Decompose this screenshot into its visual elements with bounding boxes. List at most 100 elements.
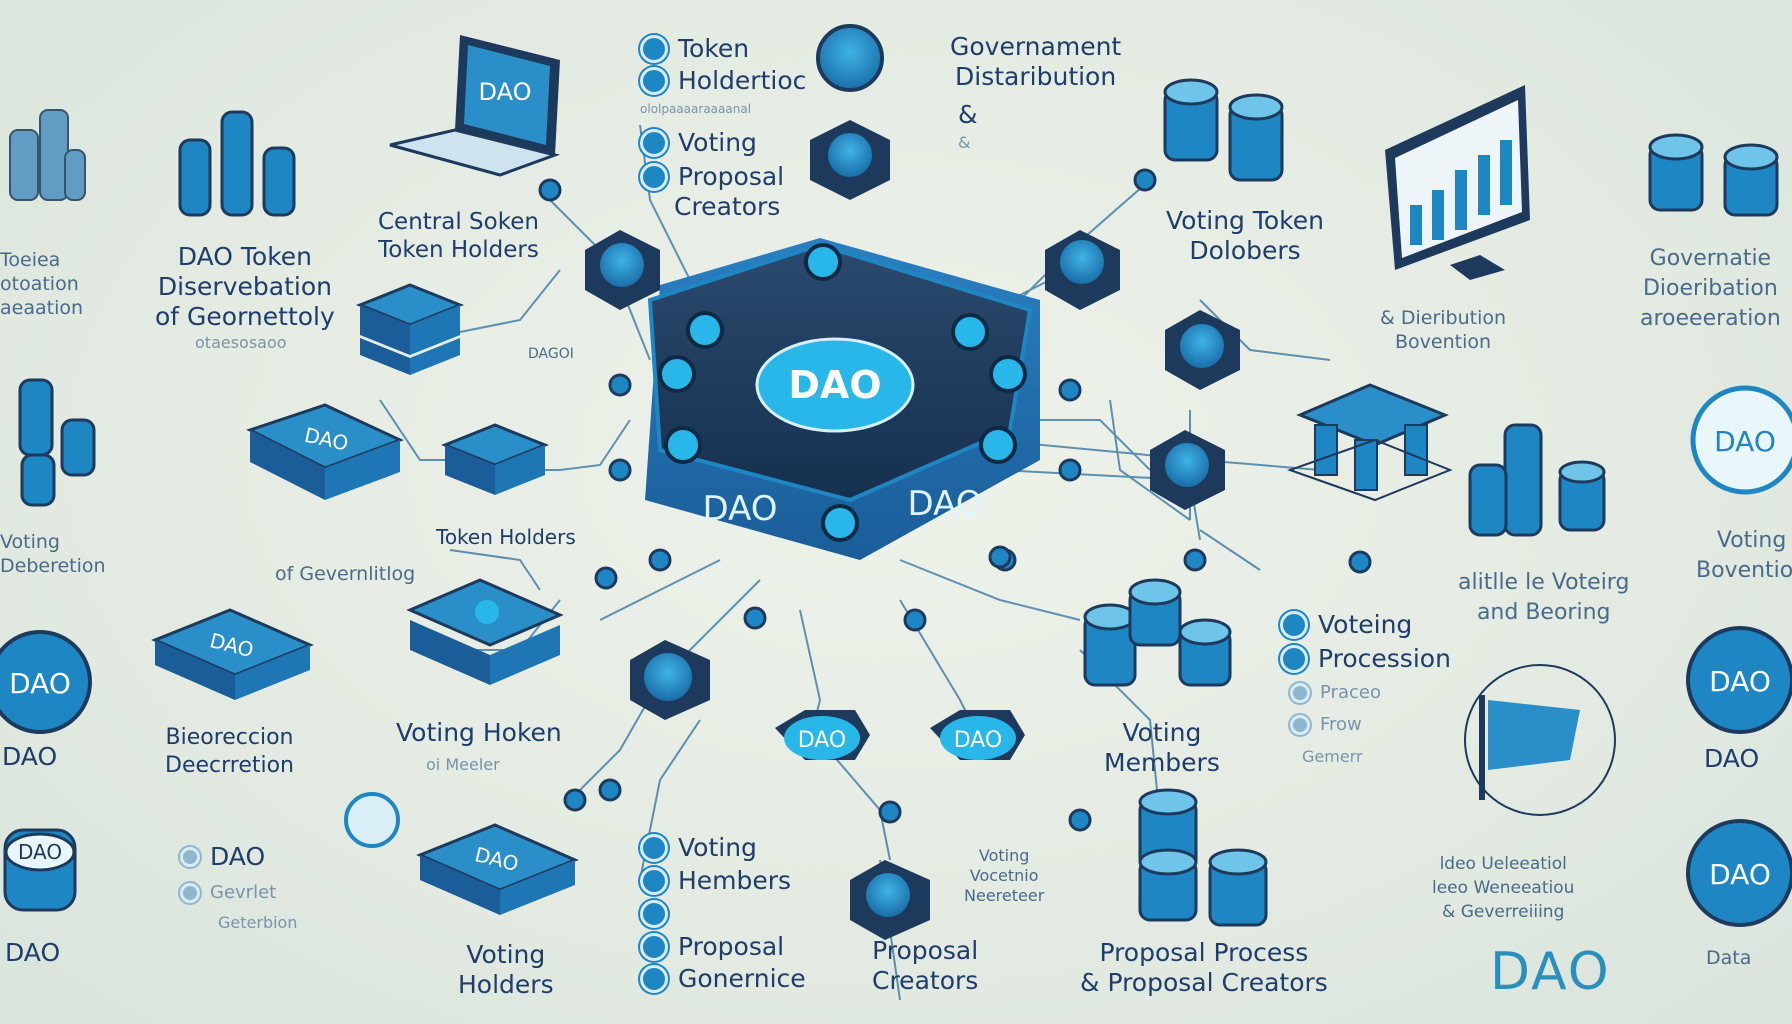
edge: [1199, 299, 1331, 361]
flag-icon: [1464, 664, 1616, 816]
hex-node[interactable]: [850, 860, 930, 940]
right-dao-circle-badge-2[interactable]: DAO: [1686, 626, 1792, 734]
bullet-text: Gevrlet: [210, 882, 277, 903]
edge: [1109, 399, 1191, 521]
right-dao-circle-badge-1[interactable]: DAO: [1690, 385, 1792, 495]
small-node-circle[interactable]: [344, 792, 400, 848]
dao-card-2[interactable]: DAO: [151, 608, 314, 700]
label-line: aroeeeration: [1640, 306, 1781, 331]
hub-port[interactable]: [821, 504, 859, 542]
hex-node[interactable]: [810, 120, 890, 200]
dao-card-1[interactable]: DAO: [246, 403, 404, 500]
far-left-dao-label-2: DAO: [5, 938, 61, 967]
coin-stack-icon: [1503, 423, 1543, 537]
connector-dots: [538, 168, 1372, 832]
label-line: leeo Weneeatiou: [1432, 878, 1575, 898]
hex-node[interactable]: [585, 230, 660, 310]
top-bullet-creators: Creators: [674, 192, 781, 221]
top-right-amp-faint: &: [958, 133, 971, 152]
bullet-dot: [640, 162, 668, 191]
bullet-text: Procession: [1318, 644, 1451, 673]
bottom-bullet-gonernice: Gonernice: [640, 964, 806, 993]
bullet-text: Frow: [1320, 714, 1362, 735]
bullet-dot: [640, 128, 668, 157]
hex-node[interactable]: [1150, 430, 1225, 510]
token-box-icon: [440, 423, 550, 495]
hex-node[interactable]: [1165, 310, 1240, 390]
label-line: Voting: [0, 531, 60, 553]
bullet-dot: [640, 900, 668, 928]
left-bullet-geterbion: Geterbion: [218, 913, 298, 932]
label-line: Central Soken: [378, 209, 539, 235]
top-faint-caption: ololpaaaaraaaanal: [640, 102, 752, 116]
far-left-cylinders-icon: [9, 109, 86, 201]
bullet-text: Voting: [678, 128, 757, 157]
coin-stack-icon: [1648, 133, 1704, 212]
bullet-text: Proposal: [678, 162, 785, 191]
label-line: Voting: [978, 846, 1030, 865]
bottom-bullet-voting: Voting: [640, 833, 757, 862]
bullet-text: Voteing: [1318, 610, 1413, 639]
voting-hoken-sub: oi Meeler: [426, 755, 500, 774]
right-bullet-voteing: Voteing: [1280, 610, 1412, 639]
label-line: Deecrretion: [165, 753, 295, 778]
bullet-dot: [640, 932, 668, 961]
left-bullet-gevrlet: Gevrlet: [180, 882, 276, 903]
top-node-circle[interactable]: [816, 24, 884, 92]
label-line: Voting Token: [1166, 206, 1324, 235]
central-dao-label: DAO: [788, 363, 881, 407]
label-line: Vocetnio: [969, 866, 1039, 885]
left-dao-circle-label: DAO: [9, 667, 71, 700]
bullet-text: Voting: [678, 833, 757, 862]
far-right-data-label: Data: [1706, 947, 1752, 969]
voting-holders-label: Voting Holders: [458, 940, 554, 1000]
right-bullet-procession: Procession: [1280, 644, 1451, 673]
hub-port[interactable]: [989, 355, 1027, 393]
bullet-dot: [180, 882, 200, 903]
label-line: Voting: [1122, 718, 1202, 747]
hub-side-left-label: DAO: [702, 489, 777, 529]
hex-node[interactable]: [630, 640, 710, 720]
left-dao-coin-badge[interactable]: DAO: [3, 828, 77, 912]
label-line: and Beoring: [1476, 600, 1611, 625]
hub-port[interactable]: [804, 243, 842, 281]
bullet-dot: [1280, 644, 1308, 673]
hub-port[interactable]: [951, 313, 989, 351]
label-line: & Geverreiiing: [1442, 902, 1565, 922]
bottom-bullet-empty: [640, 900, 678, 928]
dao-node-2[interactable]: DAO: [930, 710, 1025, 760]
biorecession-label: Bieoreccion Deecrretion: [165, 724, 294, 780]
hex-nodes: [344, 24, 1240, 940]
right-bullet-gemerr: Gemerr: [1302, 747, 1363, 766]
left-bullet-dao: DAO: [180, 842, 265, 871]
right-dao-circle-badge-3[interactable]: DAO: [1686, 819, 1792, 927]
ideo-label: ldeo Ueleeatiol leeo Weneeatiou & Geverr…: [1432, 852, 1574, 924]
label-line: Holders: [458, 970, 554, 999]
bullet-text: Hembers: [678, 866, 792, 895]
hub-port[interactable]: [686, 311, 724, 349]
left-dao-coin-label: DAO: [18, 840, 62, 864]
token-holders-mid-label: Token Holders: [436, 525, 576, 549]
dao-node-1[interactable]: DAO: [775, 710, 870, 760]
hex-node[interactable]: [1045, 230, 1120, 310]
top-bullet-holdertioc: Holdertioc: [640, 66, 806, 95]
label-line: Token Holders: [378, 237, 539, 263]
label-line: & Proposal Creators: [1080, 968, 1328, 997]
hub-port[interactable]: [664, 426, 702, 464]
label-line: Distaribution: [955, 62, 1117, 91]
of-governing-label: of Gevernlitlog: [275, 563, 416, 585]
bullet-text: Holdertioc: [678, 66, 807, 95]
laptop-icon: DAO: [389, 35, 561, 177]
central-dao-hub[interactable]: DAO DAO DAO: [645, 238, 1040, 560]
bullet-text: Token: [678, 34, 750, 63]
hub-port[interactable]: [658, 355, 696, 393]
bullet-text: Gonernice: [678, 964, 806, 993]
monitor-chart-icon: [1385, 85, 1530, 280]
coin-stack-icon: [1128, 578, 1182, 647]
left-dao-circle-badge[interactable]: DAO: [0, 630, 92, 734]
bullet-text: Proposal: [678, 932, 785, 961]
hub-port[interactable]: [979, 426, 1017, 464]
dao-card-3[interactable]: DAO: [416, 823, 579, 915]
label-line: of Geornettoly: [155, 302, 335, 331]
top-right-amp: &: [958, 100, 978, 129]
